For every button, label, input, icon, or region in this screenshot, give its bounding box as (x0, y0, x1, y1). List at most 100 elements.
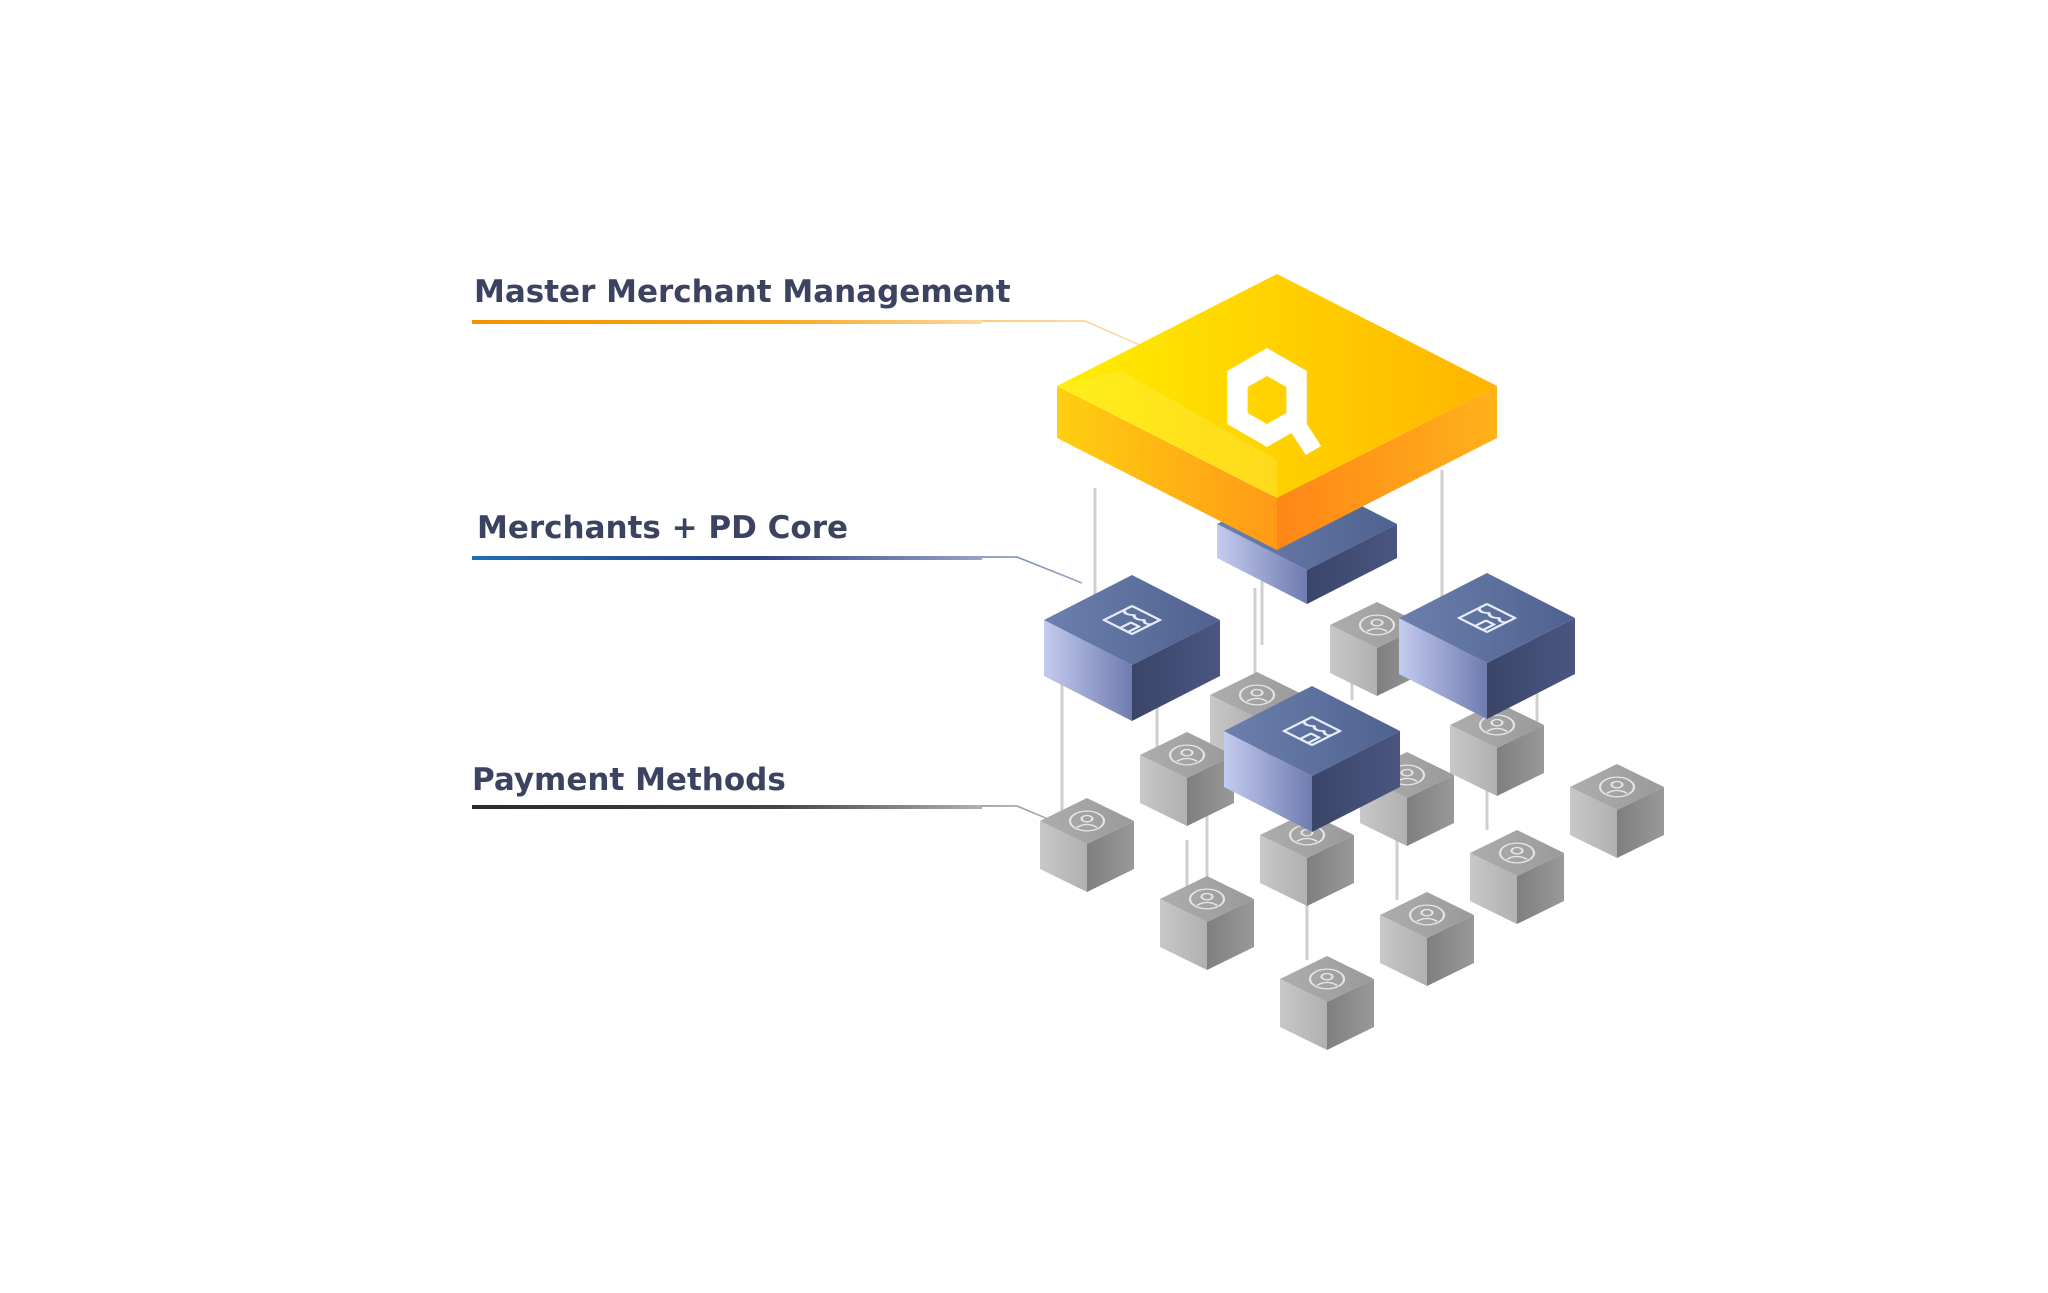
label-master-text: Master Merchant Management (474, 274, 1011, 310)
user-head (1300, 828, 1314, 837)
payment-method-block-right-face (1517, 853, 1564, 924)
merchant-block-left-face (1399, 618, 1487, 719)
payment-method-block (1450, 702, 1544, 796)
user-shoulders (1506, 855, 1528, 860)
label-merchants-pd-core: Merchants + PD Core (472, 510, 1083, 584)
payment-method-block-left-face (1260, 835, 1307, 906)
user-shoulders (1606, 789, 1628, 794)
payment-method-block-left-face (1570, 787, 1617, 858)
store-outline (1457, 603, 1517, 633)
user-head (1180, 748, 1194, 757)
master-top-highlight (1057, 370, 1277, 498)
store-awning (1122, 609, 1153, 626)
payment-method-block-right-face (1327, 979, 1374, 1050)
user-circle-outline (1238, 684, 1276, 706)
store-door (1473, 619, 1496, 631)
master-merchant-block-top-face (1057, 274, 1497, 498)
payment-method-block (1330, 602, 1424, 696)
user-shoulders (1316, 981, 1338, 986)
label-master-merchant-management: Master Merchant Management (472, 274, 1143, 347)
underline-merchants (472, 556, 982, 560)
payment-method-block-left-face (1380, 915, 1427, 986)
payment-method-block (1040, 798, 1134, 892)
payment-method-block (1160, 876, 1254, 970)
underline-master (472, 320, 982, 324)
merchant-block (1044, 575, 1220, 721)
payment-method-block-right-face (1427, 915, 1474, 986)
payment-method-block-top-face (1040, 798, 1134, 844)
master-merchant-block-right-face (1277, 386, 1497, 550)
payment-method-block-left-face (1280, 979, 1327, 1050)
store-outline (1282, 716, 1342, 746)
merchant-block-top-face (1044, 575, 1220, 665)
user-head (1420, 908, 1434, 917)
merchant-block-back-right-face (1307, 524, 1397, 604)
user-circle-icon (1358, 614, 1396, 636)
user-circle-outline (1598, 776, 1636, 798)
payment-method-block-top-face (1140, 732, 1234, 778)
user-shoulders (1076, 823, 1098, 828)
storefront-icon (1282, 716, 1342, 746)
user-circle-outline (1478, 714, 1516, 736)
user-circle-icon (1068, 810, 1106, 832)
payment-method-block-right-face (1187, 755, 1234, 826)
store-awning (1477, 607, 1508, 624)
user-head (1490, 718, 1504, 727)
master-merchant-block-left-face (1057, 386, 1277, 550)
user-head (1610, 780, 1624, 789)
payment-method-block-left-face (1330, 625, 1377, 696)
payment-method-block-left-face (1470, 853, 1517, 924)
user-circle-icon (1168, 744, 1206, 766)
payment-method-block (1570, 764, 1664, 858)
payment-method-block-top-face (1450, 702, 1544, 748)
leader-line-merchants (472, 556, 1083, 584)
merchant-block (1224, 686, 1400, 832)
payment-method-block-right-face (1307, 835, 1354, 906)
user-circle-icon (1498, 842, 1536, 864)
store-awning (1302, 720, 1333, 737)
user-head (1400, 768, 1414, 777)
payment-method-block-left-face (1450, 725, 1497, 796)
label-payments-text: Payment Methods (472, 762, 786, 798)
merchant-block-right-face (1312, 731, 1400, 832)
user-circle-icon (1478, 714, 1516, 736)
payment-method-block-left-face (1040, 821, 1087, 892)
payment-method-block (1280, 956, 1374, 1050)
user-shoulders (1486, 727, 1508, 732)
payment-method-block-right-face (1407, 775, 1454, 846)
merchant-block (1399, 573, 1575, 719)
payment-method-block-top-face (1380, 892, 1474, 938)
user-shoulders (1366, 627, 1388, 632)
user-circle-icon (1238, 684, 1276, 706)
label-payment-methods: Payment Methods (472, 762, 1061, 825)
payment-method-block-right-face (1087, 821, 1134, 892)
payment-method-block-left-face (1140, 755, 1187, 826)
merchant-block-top-face (1399, 573, 1575, 663)
user-circle-icon (1308, 968, 1346, 990)
payment-method-block (1380, 892, 1474, 986)
storefront-icon (1457, 603, 1517, 633)
user-circle-outline (1358, 614, 1396, 636)
user-shoulders (1196, 901, 1218, 906)
user-circle-outline (1168, 744, 1206, 766)
leader-line-master (472, 320, 1143, 347)
payment-method-block-top-face (1260, 812, 1354, 858)
payment-method-block-top-face (1570, 764, 1664, 810)
store-door (1298, 732, 1321, 744)
payment-method-block-top-face (1160, 876, 1254, 922)
user-head (1250, 688, 1264, 697)
merchant-block-left-face (1224, 731, 1312, 832)
brand-hexagon-logo-icon (1227, 348, 1322, 455)
user-circle-outline (1308, 968, 1346, 990)
label-merchants-text: Merchants + PD Core (477, 510, 848, 546)
payment-method-block-right-face (1497, 725, 1544, 796)
merchant-block-right-face (1487, 618, 1575, 719)
merchant-block-top-face (1224, 686, 1400, 776)
user-shoulders (1296, 837, 1318, 842)
user-shoulders (1176, 757, 1198, 762)
store-door (1118, 621, 1141, 633)
merchant-block-back-left-face (1217, 524, 1307, 604)
user-shoulders (1246, 697, 1268, 702)
user-circle-outline (1408, 904, 1446, 926)
user-head (1200, 892, 1214, 901)
